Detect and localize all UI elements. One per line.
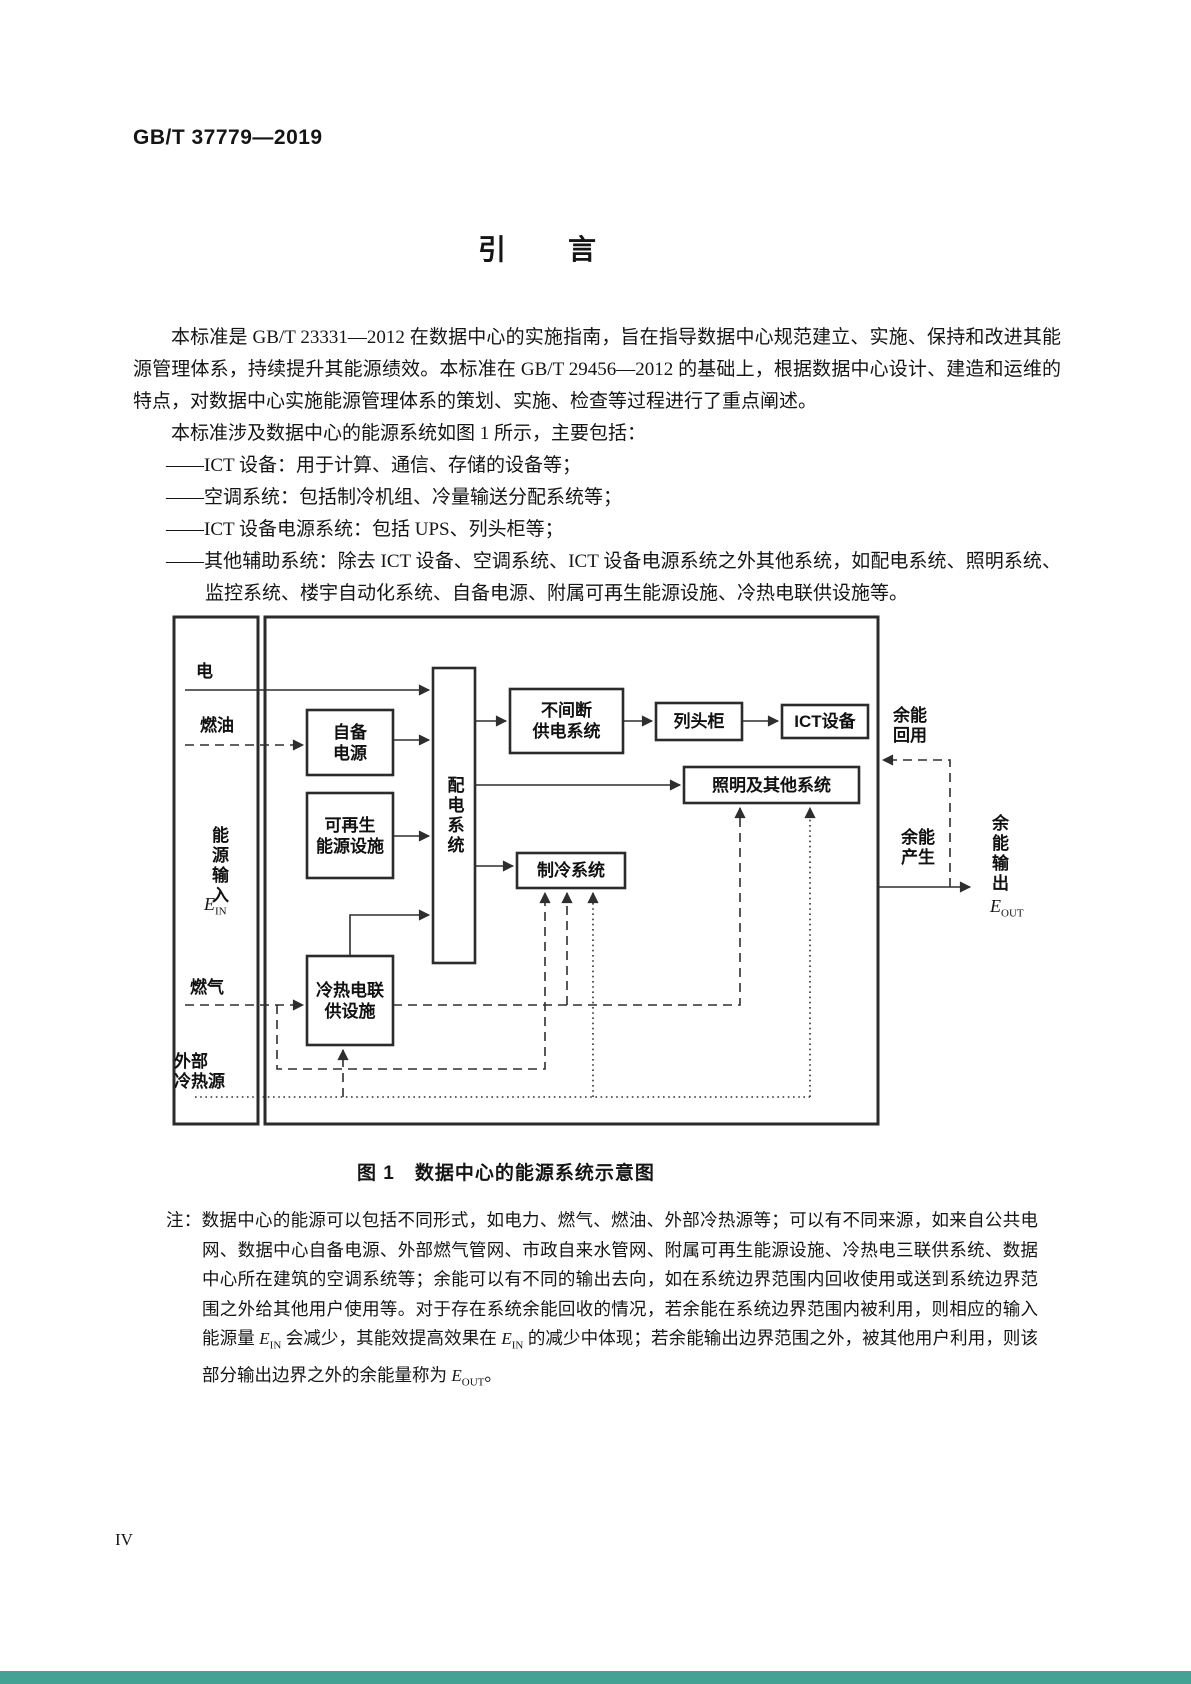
list-item-ict: ——ICT 设备：用于计算、通信、存储的设备等； [166, 455, 582, 476]
cchp-label: 冷热电联供设施 [316, 980, 384, 1021]
self-power-label: 自备电源 [333, 722, 367, 763]
e-in-var: EIN [259, 1329, 282, 1352]
e-out-var: EOUT [451, 1365, 485, 1389]
list-item-ict-power: ——ICT 设备电源系统：包括 UPS、列头柜等； [166, 519, 564, 540]
system-boundary-box [263, 615, 880, 1126]
e-in-var: EIN [501, 1329, 524, 1352]
doc-number: GB/T 37779—2019 [133, 126, 323, 149]
waste-energy-reuse-label: 余能 回用 [893, 706, 927, 745]
input-gas-label: 燃气 [190, 978, 224, 997]
page-number: IV [115, 1530, 133, 1549]
waste-energy-produce-label: 余能 产生 [901, 828, 935, 867]
figure-caption: 图 1 数据中心的能源系统示意图 [357, 1163, 655, 1184]
input-fuel-oil-label: 燃油 [200, 716, 234, 735]
list-item-hvac: ——空调系统：包括制冷机组、冷量输送分配系统等； [166, 487, 623, 508]
intro-paragraph-1: 本标准是 GB/T 23331—2012 在数据中心的实施指南，旨在指导数据中心… [133, 327, 1061, 412]
distribution-label: 配电系统 [444, 775, 464, 856]
figure-note: 注：数据中心的能源可以包括不同形式，如电力、燃气、燃油、外部冷热源等；可以有不同… [166, 1210, 1039, 1389]
lighting-box [682, 765, 861, 805]
intro-paragraph-2: 本标准涉及数据中心的能源系统如图 1 所示，主要包括： [171, 423, 647, 444]
self-power-box [305, 708, 395, 777]
input-electricity-label: 电 [196, 662, 213, 681]
lighting-label: 照明及其他系统 [712, 775, 831, 795]
footer-color-bar [0, 1671, 1191, 1684]
cooling-box [515, 851, 627, 890]
energy-input-boundary-box [172, 615, 260, 1126]
e-in-label: EIN [204, 894, 227, 918]
distribution-box [431, 666, 477, 965]
ict-label: ICT设备 [794, 712, 856, 731]
ups-box [508, 687, 625, 755]
row-cabinet-box [654, 701, 744, 742]
ict-box [780, 703, 870, 740]
energy-input-label: 能源输入 [209, 826, 228, 906]
line-waste-energy-reuse [881, 754, 951, 887]
e-out-label: EOUT [990, 896, 1024, 920]
renewable-box [305, 791, 395, 880]
line-cchp-to-lighting [393, 806, 746, 1006]
cooling-label: 制冷系统 [537, 861, 605, 880]
input-external-coldheat-label: 外部 冷热源 [174, 1052, 225, 1091]
note-label: 注： [166, 1210, 202, 1230]
line-cchp-to-distribution [349, 909, 431, 956]
list-item-auxiliary: ——其他辅助系统：除去 ICT 设备、空调系统、ICT 设备电源系统之外其他系统… [166, 551, 1061, 604]
ups-label: 不间断供电系统 [532, 701, 601, 741]
page-title: 引 言 [478, 234, 599, 265]
cchp-box [305, 954, 395, 1047]
renewable-label: 可再生能源设施 [316, 815, 384, 856]
line-gas-bypass-to-cooling [276, 891, 551, 1070]
energy-output-label: 余能输出 [989, 814, 1008, 894]
intro-list: ——ICT 设备：用于计算、通信、存储的设备等； ——空调系统：包括制冷机组、冷… [133, 450, 1061, 610]
row-cabinet-label: 列头柜 [673, 712, 725, 731]
